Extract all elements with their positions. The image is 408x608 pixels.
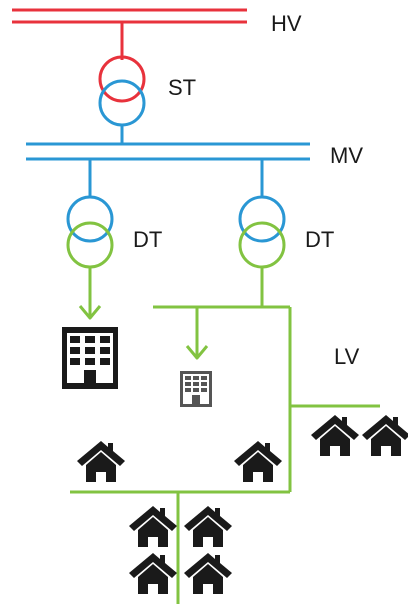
distribution-transformer-left — [66, 195, 114, 269]
house-icon — [234, 441, 282, 482]
st-label: ST — [168, 75, 196, 100]
house-icon — [129, 506, 177, 547]
house-icon — [311, 415, 359, 456]
house-icon — [362, 415, 408, 456]
mv-busbar — [26, 142, 310, 161]
house-icon — [129, 553, 177, 594]
lv-label: LV — [334, 344, 360, 369]
small-building-icon — [180, 371, 212, 407]
dt-left-label: DT — [133, 227, 162, 252]
dt-right-label: DT — [305, 227, 334, 252]
hv-busbar — [12, 8, 247, 24]
house-icon — [77, 441, 125, 482]
mv-label: MV — [330, 143, 363, 168]
lv-network — [70, 267, 380, 604]
office-building-icon — [62, 327, 118, 389]
lv-arrow-left — [78, 267, 102, 320]
house-icon — [184, 553, 232, 594]
house-icon — [184, 506, 232, 547]
distribution-transformer-right — [238, 195, 286, 269]
substation-transformer — [98, 55, 146, 127]
hv-label: HV — [271, 11, 302, 36]
